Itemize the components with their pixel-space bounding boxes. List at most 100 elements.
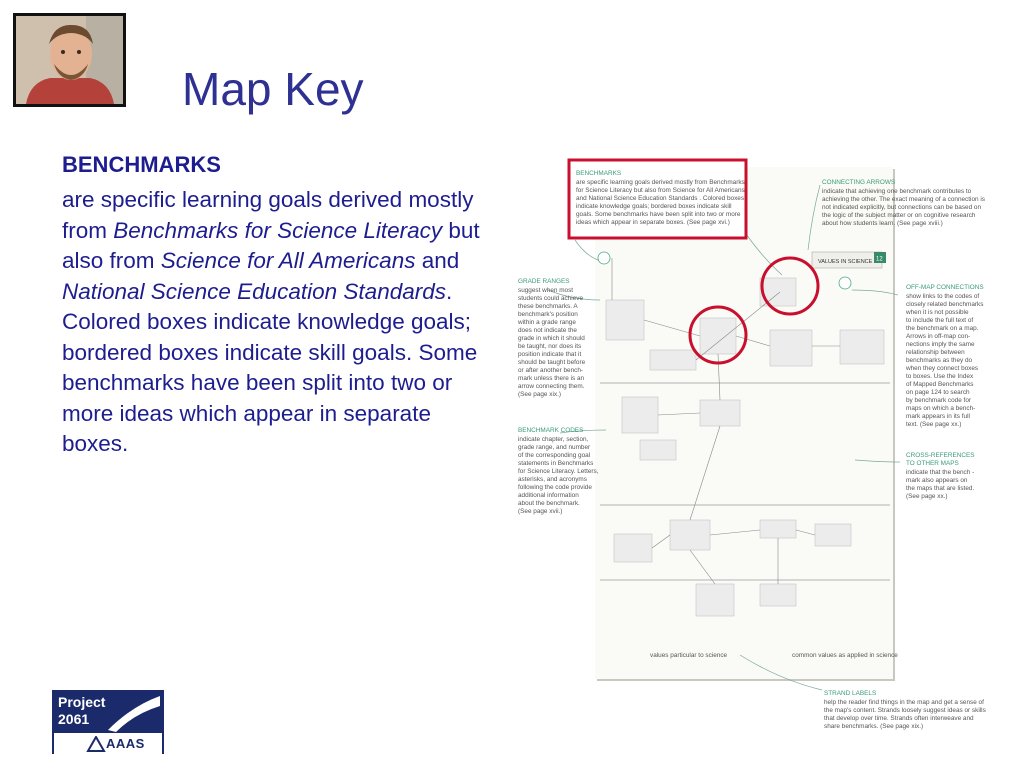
benchmark-codes-line: asterisks, and acronyms [518, 476, 587, 483]
logo-project-text: Project [58, 694, 106, 710]
off-map-line: relationship between [906, 349, 965, 356]
cross-refs-line: the maps that are listed. [906, 485, 974, 492]
off-map-text: show links to the codes of closely relat… [905, 293, 983, 428]
benchmarks-callout-line: ideas which appear in separate boxes. (S… [576, 219, 730, 226]
off-map-line: on page 124 to search [906, 389, 970, 396]
strand-labels-line: help the reader find things in the map a… [824, 699, 984, 706]
off-map-line: maps on which a bench- [906, 405, 975, 412]
benchmarks-callout-line: for Science Literacy but also from Scien… [576, 187, 745, 194]
benchmark-codes-text: indicate chapter, section, grade range, … [518, 436, 599, 515]
cross-refs-line: (See page xx.) [906, 493, 948, 500]
strand-labels-line: that develop over time. Strands often in… [824, 715, 974, 722]
map-connections [611, 258, 840, 585]
grade-ranges-line: or after another bench- [518, 367, 583, 374]
grade-ranges-title: GRADE RANGES [518, 278, 570, 285]
logo-band: AAAS [54, 733, 162, 754]
off-map-line: show links to the codes of [906, 293, 979, 300]
off-map-line: to include the full text of [906, 317, 973, 324]
off-map-line: text. (See page xx.) [906, 421, 961, 428]
grade-ranges-text: suggest when most students could achieve… [517, 287, 586, 398]
connecting-arrows-line: achieving the other. The exact meaning o… [822, 196, 985, 203]
benchmark-codes-line: for Science Literacy. Letters, [518, 468, 599, 475]
benchmarks-callout-box [567, 158, 748, 240]
off-map-line: closely related benchmarks [906, 301, 983, 308]
logo-swoosh-icon [108, 696, 160, 732]
annotation-leaders [547, 184, 901, 691]
cross-refs-title-2: TO OTHER MAPS [906, 460, 959, 467]
benchmarks-callout-line: indicate knowledge goals; bordered boxes… [576, 203, 732, 210]
benchmark-codes-title: BENCHMARK CODES [518, 427, 583, 434]
benchmark-codes-line: of the corresponding goal [518, 452, 590, 459]
connecting-arrows-line: not indicated explicitly, but connection… [822, 204, 981, 211]
off-map-line: mark appears in its full [906, 413, 970, 420]
grade-ranges-line: does not indicate the [518, 327, 577, 334]
grade-ranges-line: benchmark's position [518, 311, 578, 318]
strand-label-left: values particular to science [650, 652, 728, 659]
benchmarks-callout-line: and National Science Education Standards… [576, 195, 744, 202]
benchmarks-paragraph: are specific learning goals derived most… [62, 185, 502, 460]
benchmark-codes-line: grade range, and number [518, 444, 591, 451]
benchmark-codes-line: following the code provide [518, 484, 592, 491]
off-map-line: benchmarks as they do [906, 357, 973, 364]
project-2061-logo: Project 2061 AAAS [52, 690, 164, 754]
grade-ranges-line: within a grade range [517, 319, 576, 326]
para-segment: . Colored boxes indicate knowledge goals… [62, 278, 478, 457]
benchmarks-description: BENCHMARKS are specific learning goals d… [62, 152, 502, 460]
off-map-title: OFF-MAP CONNECTIONS [906, 284, 984, 291]
off-map-connection-icon [838, 276, 852, 290]
map-title: VALUES IN SCIENCE [818, 259, 873, 265]
grade-ranges-line: be taught, nor does its [518, 343, 581, 350]
grade-ranges-line: (See page xix.) [518, 391, 561, 398]
cross-refs-title: CROSS-REFERENCES [906, 452, 975, 459]
grade-ranges-line: suggest when most [518, 287, 573, 294]
logo-aaas-text: AAAS [106, 736, 145, 751]
slide-title: Map Key [182, 63, 364, 115]
off-map-line: by benchmark code for [906, 397, 972, 404]
para-segment: but also from [62, 217, 480, 274]
aaas-mark-icon [86, 736, 106, 752]
page-number: 12 [876, 257, 883, 263]
off-map-line: of Mapped Benchmarks [906, 381, 974, 388]
cross-refs-line: mark also appears on [906, 477, 968, 484]
grade-ranges-line: mark unless there is an [518, 375, 585, 382]
cross-refs-line: indicate that the bench - [906, 469, 974, 476]
benchmarks-heading: BENCHMARKS [62, 152, 221, 177]
benchmarks-callout-line: goals. Some benchmarks have been split i… [576, 211, 741, 218]
grade-ranges-line: arrow connecting them. [518, 383, 585, 390]
grade-ranges-line: grade in which it should [518, 335, 585, 342]
off-map-connection-icon [597, 251, 611, 265]
page-number-badge [874, 252, 886, 263]
benchmark-codes-line: about the benchmark. [518, 500, 580, 507]
off-map-line: when it is not possible [905, 309, 969, 316]
off-map-line: nections imply the same [906, 341, 975, 348]
connecting-arrows-line: about how students learn. (See page xvii… [822, 220, 943, 227]
grade-ranges-line: should be taught before [518, 359, 586, 366]
para-segment-italic: Benchmarks for Science Literacy [113, 217, 443, 243]
highlight-circle [760, 256, 820, 316]
benchmark-codes-line: additional information [518, 492, 579, 499]
benchmarks-callout-text: are specific learning goals derived most… [576, 179, 745, 226]
grade-ranges-line: position indicate that it [518, 351, 581, 358]
presenter-photo-image [16, 16, 123, 104]
strand-labels-title: STRAND LABELS [824, 690, 876, 697]
highlight-circle [688, 305, 748, 365]
logo-number-text: 2061 [58, 711, 90, 727]
connecting-arrows-title: CONNECTING ARROWS [822, 179, 895, 186]
connecting-arrows-line: indicate that achieving one benchmark co… [822, 188, 972, 195]
benchmark-codes-line: indicate chapter, section, [518, 436, 589, 443]
grade-ranges-line: students could achieve [518, 295, 583, 302]
benchmarks-callout-title: BENCHMARKS [576, 170, 621, 177]
para-segment-italic: National Science Education Standards [62, 278, 446, 304]
off-map-line: to boxes. Use the Index [906, 373, 974, 380]
presenter-photo [13, 13, 126, 107]
benchmarks-callout-line: are specific learning goals derived most… [576, 179, 745, 186]
para-segment: and [415, 248, 460, 273]
grade-ranges-line: these benchmarks. A [518, 303, 578, 310]
off-map-line: Arrows in off-map con- [906, 333, 970, 340]
benchmark-codes-line: (See page xvii.) [518, 508, 562, 515]
off-map-line: the benchmark on a map. [906, 325, 979, 332]
benchmark-codes-line: statements in Benchmarks [518, 460, 593, 467]
strand-label-right: common values as applied in science [792, 652, 898, 659]
benchmark-boxes [605, 277, 885, 617]
